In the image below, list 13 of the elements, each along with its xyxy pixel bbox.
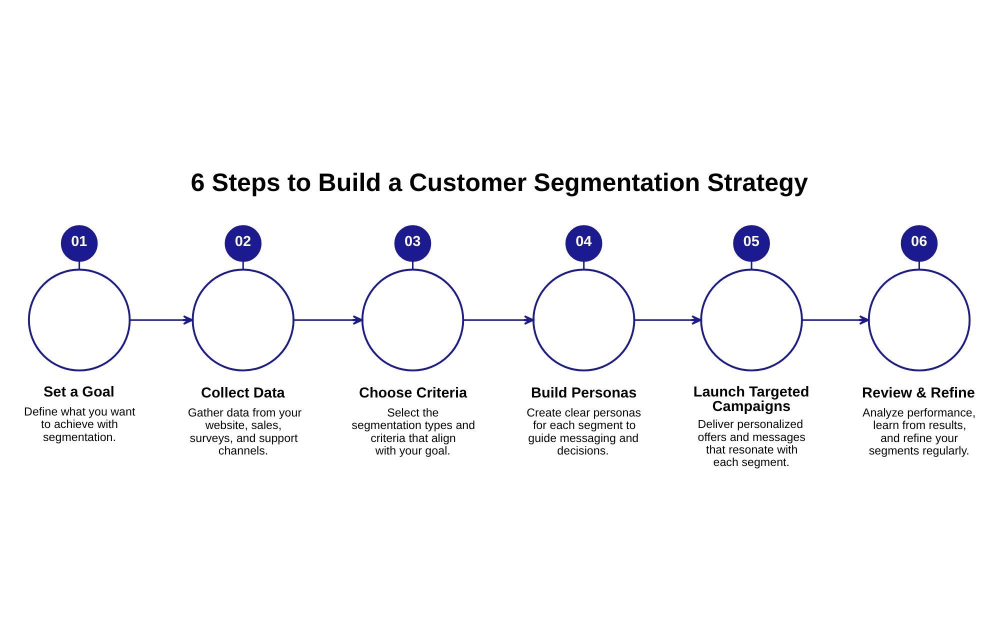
node-label: Define what you want to achieve with segmentation. [24, 405, 136, 444]
node-label: Build Personas [531, 385, 637, 402]
node-label: Create clear personas for each segment to guide messaging and decisions. [526, 406, 642, 457]
node-label: Launch Targeted Campaigns [693, 384, 810, 415]
node-label: Select the segmentation types and criteria that align with your goal. [352, 406, 476, 457]
node-label: Gather data from your website, sales, surveys, and support channels. [188, 406, 302, 457]
node-label: Collect Data [200, 385, 285, 402]
node-label: Review & Refine [862, 385, 975, 402]
diagram-title: 6 Steps to Build a Customer Segmentation Strategy [190, 168, 808, 196]
node-label: Set a Goal [43, 384, 114, 400]
node-label: Deliver personalized offers and messages that resonate with each segment. [698, 418, 806, 469]
node-label: Analyze performance, learn from results, and refine your segments regularly. [862, 406, 976, 457]
node-label: Choose Criteria [358, 385, 468, 402]
